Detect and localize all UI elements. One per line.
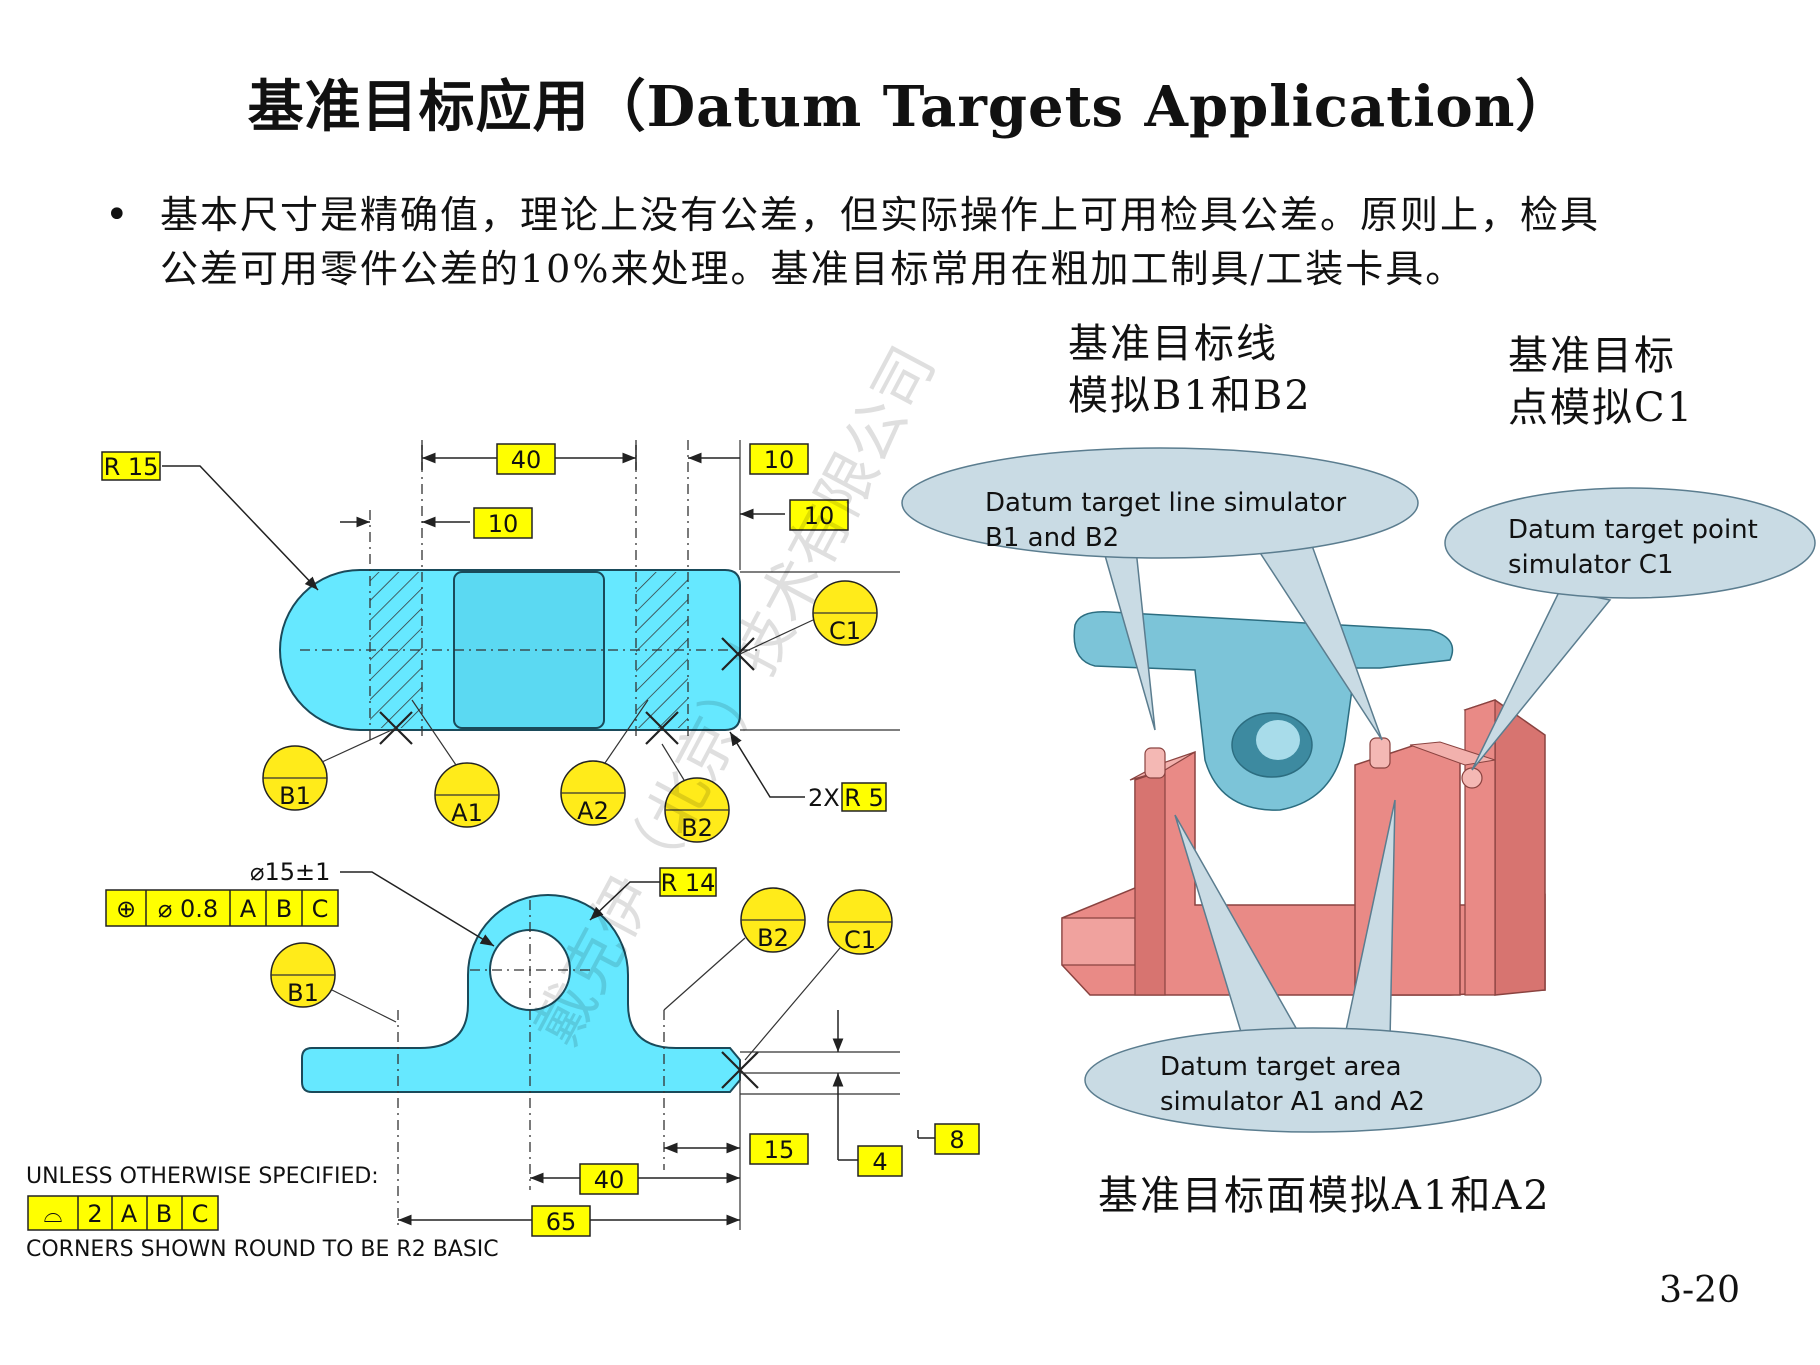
c1-bottom-label: C1 bbox=[844, 926, 876, 954]
r5-prefix: 2X bbox=[808, 784, 840, 812]
radius-5-label: R 5 bbox=[844, 784, 884, 812]
c1-top-label: C1 bbox=[829, 617, 861, 645]
callout-line-sim-1: Datum target line simulator bbox=[985, 488, 1347, 518]
top-view: 40 10 10 10 R 15 C1 B1 bbox=[101, 440, 900, 843]
profile-datum-c: C bbox=[192, 1200, 209, 1228]
dim-15: 15 bbox=[764, 1136, 795, 1164]
caption-line-sim-2: 模拟B1和B2 bbox=[1068, 373, 1312, 419]
dim-10-left: 10 bbox=[488, 510, 519, 538]
callout-area-sim-1: Datum target area bbox=[1160, 1052, 1402, 1082]
b2-top-label: B2 bbox=[681, 814, 713, 842]
fcf-position-symbol: ⊕ bbox=[116, 895, 136, 923]
dim-10-right: 10 bbox=[804, 502, 835, 530]
datum-target-c1-top: C1 bbox=[739, 580, 878, 655]
unless-specified-note: UNLESS OTHERWISE SPECIFIED: bbox=[26, 1164, 379, 1189]
dim-4: 4 bbox=[872, 1148, 887, 1176]
caption-point-sim-2: 点模拟C1 bbox=[1508, 385, 1695, 431]
caption-line-sim-1: 基准目标线 bbox=[1068, 321, 1278, 367]
dim-40-top-box bbox=[496, 443, 556, 475]
paragraph-line-1: 基本尺寸是精确值，理论上没有公差，但实际操作上可用检具公差。原则上，检具 bbox=[160, 193, 1601, 237]
caption-point-simulation: 基准目标 点模拟C1 bbox=[1508, 330, 1694, 434]
target-x-b2 bbox=[645, 711, 679, 745]
datum-target-b1-top: B1 bbox=[262, 727, 397, 811]
callout-area-sim-2: simulator A1 and A2 bbox=[1160, 1087, 1425, 1117]
a2-label: A2 bbox=[577, 797, 609, 825]
caption-point-sim-1: 基准目标 bbox=[1508, 333, 1676, 379]
dim-40-top: 40 bbox=[511, 446, 542, 474]
callout-point-simulator: Datum target point simulator C1 bbox=[1444, 487, 1816, 771]
fcf-tolerance: ⌀ 0.8 bbox=[158, 895, 218, 923]
dim-65: 65 bbox=[546, 1208, 577, 1236]
radius-14-label: R 14 bbox=[661, 869, 716, 897]
bullet-paragraph: 基本尺寸是精确值，理论上没有公差，但实际操作上可用检具公差。原则上，检具 公差可… bbox=[160, 188, 1720, 296]
datum-target-a2: A2 bbox=[560, 699, 649, 826]
datum-target-c1-bottom: C1 bbox=[744, 889, 893, 1061]
dim-10-top-right: 10 bbox=[764, 446, 795, 474]
datum-target-b1-bottom: B1 bbox=[270, 942, 397, 1023]
callout-point-sim-1: Datum target point bbox=[1508, 515, 1758, 545]
profile-datum-b: B bbox=[156, 1200, 172, 1228]
pin-b1 bbox=[1144, 747, 1166, 779]
fcf-datum-c: C bbox=[312, 895, 329, 923]
b1-bottom-label: B1 bbox=[287, 979, 319, 1007]
caption-line-simulation: 基准目标线 模拟B1和B2 bbox=[1068, 318, 1312, 422]
front-view: ⌀15±1 ⊕ ⌀ 0.8 A B C R 14 B2 C1 bbox=[26, 858, 980, 1262]
target-x-c1 bbox=[721, 637, 755, 671]
datum-target-b2-top: B2 bbox=[661, 743, 730, 843]
diameter-15-label: ⌀15±1 bbox=[250, 858, 330, 886]
a1-label: A1 bbox=[451, 799, 483, 827]
datum-target-b2-bottom: B2 bbox=[663, 887, 806, 1011]
datum-target-a1: A1 bbox=[411, 699, 500, 828]
dim-8: 8 bbox=[949, 1126, 964, 1154]
pin-c1 bbox=[1461, 767, 1483, 789]
b2-bottom-label: B2 bbox=[757, 924, 789, 952]
profile-fcf: ⌓ 2 A B C bbox=[27, 1195, 219, 1231]
fixture-3d bbox=[1061, 611, 1546, 996]
fcf-datum-b: B bbox=[276, 895, 292, 923]
position-fcf: ⊕ ⌀ 0.8 A B C bbox=[105, 889, 339, 927]
callout-line-sim-2: B1 and B2 bbox=[985, 523, 1119, 553]
part-3d bbox=[1073, 611, 1454, 811]
callout-point-sim-2: simulator C1 bbox=[1508, 550, 1673, 580]
caption-area-simulation: 基准目标面模拟A1和A2 bbox=[1098, 1173, 1551, 1219]
profile-datum-a: A bbox=[121, 1200, 138, 1228]
dim-40-bottom: 40 bbox=[594, 1166, 625, 1194]
profile-symbol: ⌓ bbox=[44, 1200, 63, 1228]
page-title: 基准目标应用（Datum Targets Application） bbox=[247, 74, 1573, 140]
page-number: 3-20 bbox=[1659, 1270, 1740, 1311]
bullet-mark: • bbox=[105, 192, 129, 238]
radius-15-label: R 15 bbox=[104, 453, 159, 481]
pin-b2 bbox=[1369, 737, 1391, 769]
profile-tolerance: 2 bbox=[87, 1200, 102, 1228]
paragraph-line-2: 公差可用零件公差的10%来处理。基准目标常用在粗加工制具/工装卡具。 bbox=[160, 247, 1466, 291]
callout-line-simulator: Datum target line simulator B1 and B2 bbox=[901, 447, 1419, 741]
corners-note: CORNERS SHOWN ROUND TO BE R2 BASIC bbox=[26, 1237, 499, 1262]
fcf-datum-a: A bbox=[240, 895, 257, 923]
callout-area-simulator: Datum target area simulator A1 and A2 bbox=[1084, 799, 1542, 1133]
b1-top-label: B1 bbox=[279, 782, 311, 810]
